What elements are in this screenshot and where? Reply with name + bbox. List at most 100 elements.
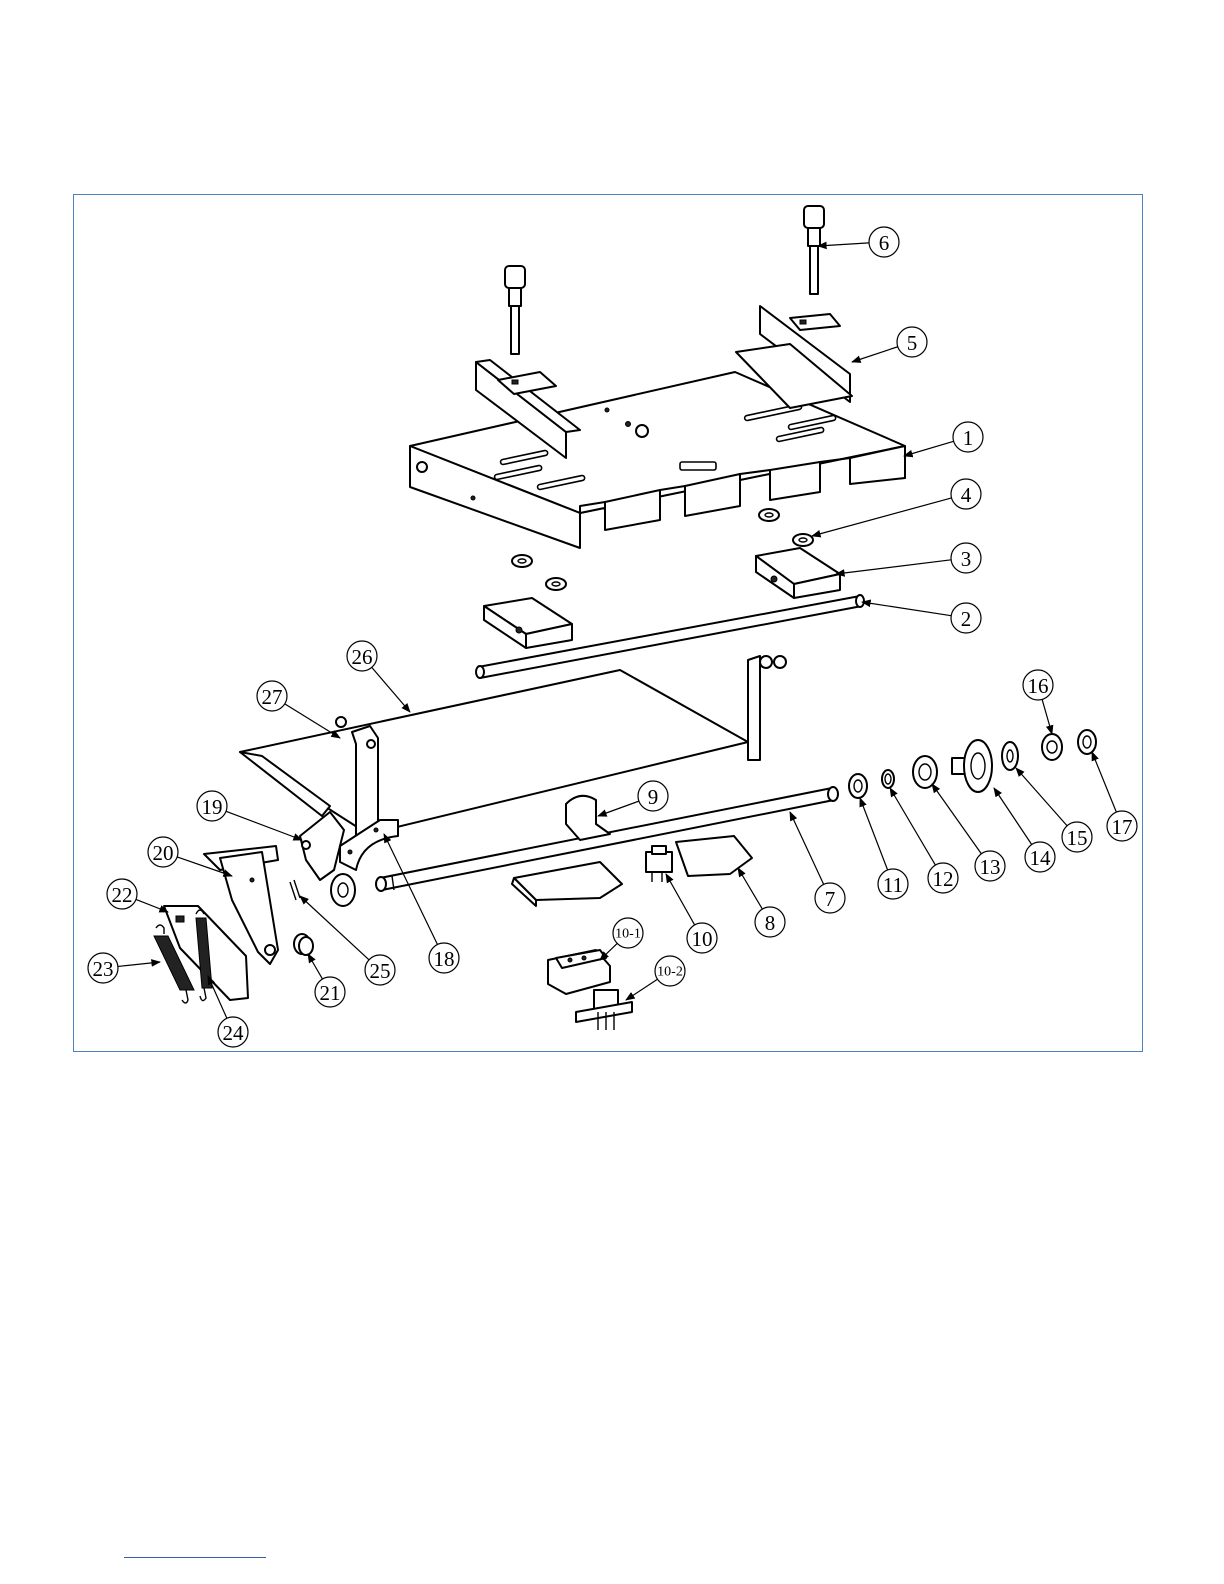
leader-c27 [285, 704, 340, 738]
callout-label: 2 [961, 607, 972, 631]
part-3-bracket-left [484, 598, 572, 648]
callout-c2: 2 [951, 603, 981, 633]
callout-label: 17 [1112, 815, 1133, 839]
leader-c13 [932, 784, 981, 854]
callout-label: 22 [112, 883, 133, 907]
leader-c8 [738, 868, 762, 909]
part-12-washer [882, 770, 894, 788]
part-10-1-bracket [548, 950, 610, 994]
leader-c12 [890, 788, 935, 865]
callout-c12: 12 [928, 863, 958, 893]
leader-c15 [1016, 768, 1067, 826]
callout-c1: 1 [953, 422, 983, 452]
callout-c5: 5 [897, 327, 927, 357]
callout-c24: 24 [218, 1017, 248, 1047]
callout-c10-1: 10-1 [613, 918, 643, 948]
callout-label: 18 [434, 947, 455, 971]
callout-label: 12 [933, 867, 954, 891]
part-10-2-sensor [576, 990, 632, 1030]
callout-label: 21 [320, 981, 341, 1005]
leader-c10-1 [600, 943, 617, 960]
leader-c9 [598, 801, 639, 816]
leader-c14 [994, 788, 1032, 845]
callout-label: 9 [648, 785, 659, 809]
part-19-lever [300, 812, 344, 880]
leader-c19 [226, 811, 302, 840]
callout-c10-2: 10-2 [655, 956, 685, 986]
callout-label: 27 [262, 685, 283, 709]
callout-label: 15 [1067, 826, 1088, 850]
callout-c16: 16 [1023, 670, 1053, 700]
leader-c17 [1092, 752, 1116, 812]
callout-label: 4 [961, 483, 972, 507]
callout-c19: 19 [197, 791, 227, 821]
callout-c13: 13 [975, 851, 1005, 881]
part-6-pin-left [505, 266, 525, 354]
callout-c21: 21 [315, 977, 345, 1007]
callout-label: 3 [961, 547, 972, 571]
part-8-plate-left [512, 862, 622, 906]
part-14-pulley [952, 740, 992, 792]
part-13-collar [913, 756, 937, 788]
part-8-plate-right [676, 836, 752, 876]
leader-c10 [666, 874, 695, 925]
leader-c26 [372, 667, 410, 712]
callout-c17: 17 [1107, 811, 1137, 841]
callout-c26: 26 [347, 641, 377, 671]
part-11-bearing [849, 774, 867, 798]
leader-c3 [836, 560, 951, 574]
callout-label: 10-2 [657, 965, 683, 980]
footer-rule [124, 1557, 266, 1558]
leader-c16 [1042, 699, 1052, 734]
leader-c5 [852, 347, 898, 362]
part-16-bearing [1042, 734, 1062, 760]
exploded-parts-diagram: 1234567891010-110-2111213141516171819202… [0, 0, 1224, 1100]
callout-label: 24 [223, 1021, 245, 1045]
callout-label: 5 [907, 331, 918, 355]
part-17-nut [1078, 730, 1096, 754]
callout-label: 7 [825, 887, 836, 911]
callout-c15: 15 [1062, 822, 1092, 852]
leader-c4 [812, 498, 952, 536]
callout-label: 1 [963, 426, 974, 450]
callout-label: 23 [93, 957, 114, 981]
callout-c25: 25 [365, 955, 395, 985]
part-25-pin [290, 880, 300, 900]
callout-label: 16 [1028, 674, 1049, 698]
callout-label: 20 [153, 841, 174, 865]
callout-label: 13 [980, 855, 1001, 879]
leader-c2 [862, 602, 951, 616]
callout-c10: 10 [687, 923, 717, 953]
leader-c23 [118, 962, 160, 966]
callout-c8: 8 [755, 907, 785, 937]
part-21-bushing [294, 934, 313, 955]
part-6-pin-right [804, 206, 824, 294]
callout-label: 8 [765, 911, 776, 935]
callout-c6: 6 [869, 227, 899, 257]
callout-label: 6 [879, 231, 890, 255]
callout-label: 26 [352, 645, 373, 669]
callout-c27: 27 [257, 681, 287, 711]
part-7-spacer [331, 874, 355, 906]
callout-c22: 22 [107, 879, 137, 909]
part-9-bracket [566, 796, 610, 840]
callout-c11: 11 [878, 869, 908, 899]
callout-c3: 3 [951, 543, 981, 573]
callout-c14: 14 [1025, 842, 1055, 872]
part-3-bracket-right [756, 548, 840, 598]
callout-label: 25 [370, 959, 391, 983]
part-15-washer [1002, 742, 1018, 770]
part-26-tray [240, 656, 786, 836]
leader-c7 [790, 812, 824, 884]
callout-c18: 18 [429, 943, 459, 973]
callout-c7: 7 [815, 883, 845, 913]
leader-c18 [384, 834, 437, 944]
leader-c21 [308, 954, 322, 979]
leader-c1 [904, 441, 954, 456]
callout-label: 10-1 [615, 927, 641, 942]
leader-c10-2 [626, 979, 657, 1000]
callout-label: 10 [692, 927, 713, 951]
callout-c4: 4 [951, 479, 981, 509]
callout-label: 14 [1030, 846, 1052, 870]
leader-c6 [818, 243, 869, 246]
